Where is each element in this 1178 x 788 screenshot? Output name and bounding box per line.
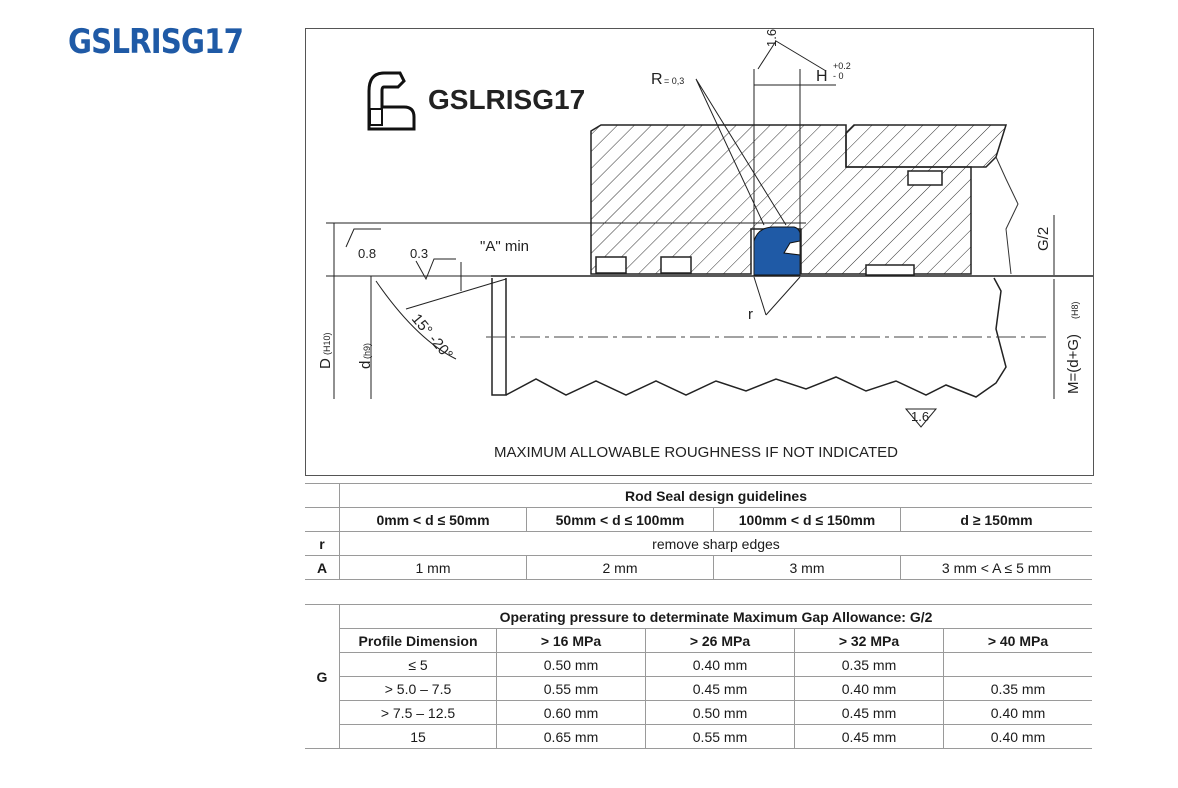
roughness-03-label: 0.3 <box>410 246 428 261</box>
d-outer-tol-label: (H10) <box>322 332 332 355</box>
technical-drawing: GSLRISG17 <box>305 28 1094 476</box>
table2-cell: 0.50 mm <box>496 652 646 677</box>
table2-cell: 0.65 mm <box>496 724 646 749</box>
table2-cell: 15 <box>339 724 497 749</box>
radius-sub-label: = 0,3 <box>664 76 684 86</box>
table1-title: Rod Seal design guidelines <box>339 483 1092 508</box>
table2-cell: 0.40 mm <box>794 676 944 701</box>
table2-side-label: G <box>305 604 340 749</box>
seal-profile-logo-icon <box>367 71 416 131</box>
brand-title: GSLRISG17 <box>68 22 244 62</box>
table2-cell: > 5.0 – 7.5 <box>339 676 497 701</box>
table-row: > 7.5 – 12.5 0.60 mm 0.50 mm 0.45 mm 0.4… <box>305 700 1092 725</box>
table-row: > 5.0 – 7.5 0.55 mm 0.45 mm 0.40 mm 0.35… <box>305 676 1092 701</box>
m-label: M=(d+G) <box>1065 334 1082 394</box>
table2-cell: 0.50 mm <box>645 700 795 725</box>
table-row: ≤ 5 0.50 mm 0.40 mm 0.35 mm <box>305 652 1092 677</box>
d-rod-label: d <box>357 361 374 369</box>
h-label: H <box>816 68 828 85</box>
d-outer-label: D <box>317 358 334 369</box>
row-r-value: remove sharp edges <box>339 531 1092 556</box>
m-tol-label: (H8) <box>1070 301 1080 319</box>
table2-cell: 0.55 mm <box>496 676 646 701</box>
table2-col-4: > 32 MPa <box>794 628 944 653</box>
table2-col-1: Profile Dimension <box>339 628 497 653</box>
table2-cell: 0.40 mm <box>943 724 1092 749</box>
table2-cell: 0.45 mm <box>645 676 795 701</box>
table2-cell: 0.55 mm <box>645 724 795 749</box>
d-rod-tol-label: (h9) <box>362 343 372 359</box>
table-row: 15 0.65 mm 0.55 mm 0.45 mm 0.40 mm <box>305 724 1092 749</box>
table2-cell: 0.40 mm <box>645 652 795 677</box>
table2-col-5: > 40 MPa <box>943 628 1092 653</box>
table2-cell: 0.45 mm <box>794 724 944 749</box>
table2-cell: > 7.5 – 12.5 <box>339 700 497 725</box>
table2-col-2: > 16 MPa <box>496 628 646 653</box>
table1-col-4: d ≥ 150mm <box>900 507 1092 532</box>
row-a-value-3: 3 mm <box>713 555 901 580</box>
table2-cell: 0.45 mm <box>794 700 944 725</box>
h-tol-minus-label: - 0 <box>833 71 844 81</box>
radius-label: R <box>651 71 663 88</box>
table2-cell: 0.60 mm <box>496 700 646 725</box>
row-a-value-2: 2 mm <box>526 555 714 580</box>
roughness-08-label: 0.8 <box>358 246 376 261</box>
row-a-value-4: 3 mm < A ≤ 5 mm <box>900 555 1092 580</box>
row-a-label: A <box>305 555 340 580</box>
table2-cell <box>943 652 1092 677</box>
table2-cell: 0.35 mm <box>794 652 944 677</box>
g-half-label: G/2 <box>1035 227 1052 251</box>
table1-col-1: 0mm < d ≤ 50mm <box>339 507 527 532</box>
a-min-label: "A" min <box>480 238 529 255</box>
gap-allowance-table: G Operating pressure to determinate Maxi… <box>305 604 1092 749</box>
table2-title: Operating pressure to determinate Maximu… <box>339 604 1092 629</box>
table2-cell: 0.35 mm <box>943 676 1092 701</box>
roughness-top-label: 1.6 <box>764 29 779 47</box>
row-a-value-1: 1 mm <box>339 555 527 580</box>
row-r-label: r <box>305 531 340 556</box>
angle-label: 15° -20° <box>408 311 456 364</box>
table2-cell: 0.40 mm <box>943 700 1092 725</box>
r-label: r <box>748 306 753 323</box>
rod-seal-guidelines-table: Rod Seal design guidelines 0mm < d ≤ 50m… <box>305 483 1092 580</box>
seal-drawing-svg: GSLRISG17 <box>317 29 1093 461</box>
table2-cell: ≤ 5 <box>339 652 497 677</box>
rod-seal-profile <box>753 226 801 276</box>
drawing-caption: MAXIMUM ALLOWABLE ROUGHNESS IF NOT INDIC… <box>494 444 898 461</box>
logo-text: GSLRISG17 <box>428 84 585 115</box>
h-tol-plus-label: +0.2 <box>833 61 851 71</box>
table2-col-3: > 26 MPa <box>645 628 795 653</box>
housing-upper <box>845 124 1008 168</box>
roughness-bottom-label: 1.6 <box>911 409 929 424</box>
table1-col-2: 50mm < d ≤ 100mm <box>526 507 714 532</box>
table1-col-3: 100mm < d ≤ 150mm <box>713 507 901 532</box>
